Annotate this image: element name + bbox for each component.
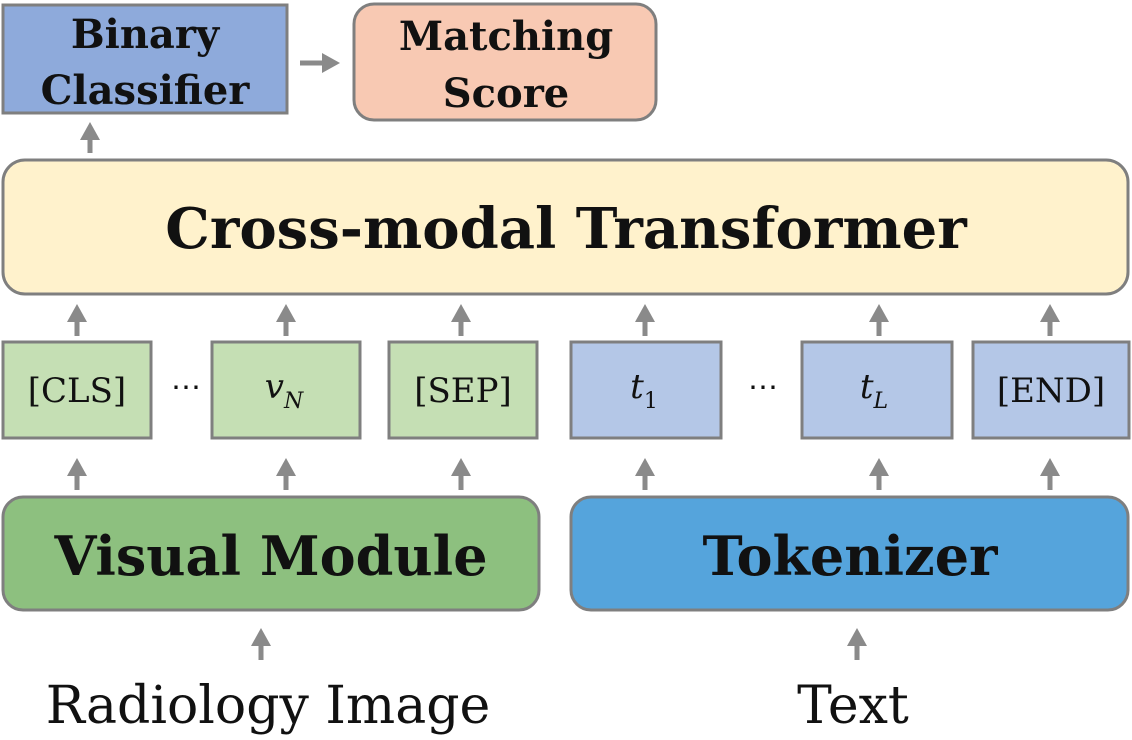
token-t-1-base: t	[630, 367, 644, 407]
svg-text:t1: t1	[630, 367, 658, 414]
token-t-l: tL	[800, 340, 954, 440]
arrows-modules-to-tokens	[67, 458, 1060, 490]
visual-token-ellipsis: ⋯	[171, 370, 201, 405]
cross-modal-transformer-box: Cross-modal Transformer	[1, 158, 1130, 296]
token-v-n-subscript: N	[283, 389, 304, 414]
visual-module-box: Visual Module	[1, 495, 541, 612]
token-cls-label: [CLS]	[28, 371, 126, 411]
text-token-ellipsis: ⋯	[748, 370, 778, 405]
text-input-label: Text	[797, 676, 909, 736]
matching-score-label-line1: Matching	[399, 13, 613, 60]
radiology-image-input-label: Radiology Image	[46, 676, 491, 736]
token-t-1: t1	[569, 340, 723, 440]
token-end: [END]	[971, 340, 1131, 440]
binary-classifier-label-line1: Binary	[71, 11, 221, 58]
token-t-l-subscript: L	[873, 389, 889, 414]
arrows-inputs-to-modules	[251, 628, 867, 660]
tokenizer-label: Tokenizer	[702, 524, 998, 588]
arrows-tokens-to-transformer	[67, 304, 1060, 336]
token-t-l-base: t	[860, 367, 874, 407]
binary-classifier-label-line2: Classifier	[41, 67, 251, 114]
arrow-transformer-to-classifier	[80, 122, 100, 153]
token-v-n: vN	[210, 340, 362, 440]
token-v-n-base: v	[265, 367, 284, 407]
token-t-1-subscript: 1	[644, 389, 658, 414]
token-cls: [CLS]	[1, 340, 153, 440]
matching-score-label-line2: Score	[443, 70, 569, 117]
cross-modal-transformer-label: Cross-modal Transformer	[165, 196, 968, 262]
token-sep: [SEP]	[387, 340, 539, 440]
matching-score-box: Matching Score	[352, 2, 658, 122]
arrow-classifier-to-score	[300, 53, 340, 73]
binary-classifier-box: Binary Classifier	[1, 3, 289, 115]
token-sep-label: [SEP]	[414, 371, 512, 411]
svg-text:vN: vN	[265, 367, 304, 414]
visual-module-label: Visual Module	[53, 524, 487, 588]
tokenizer-box: Tokenizer	[569, 495, 1130, 612]
svg-text:tL: tL	[860, 367, 888, 414]
token-end-label: [END]	[997, 371, 1105, 411]
